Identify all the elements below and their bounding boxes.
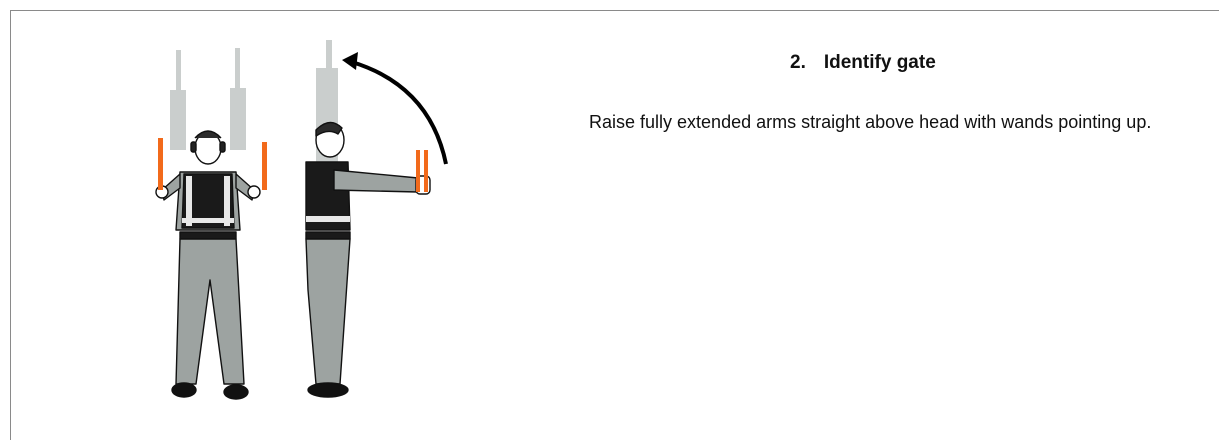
marshalling-illustration [120,30,480,410]
signal-description: Raise fully extended arms straight above… [589,112,1152,132]
curved-arrow-icon [342,52,448,165]
content-frame [10,10,1219,440]
signal-number: 2. [790,52,806,73]
signal-heading: 2. Identify gate [790,52,936,74]
side-figure-icon [305,40,431,398]
front-figure-icon [155,48,267,400]
signal-title: Identify gate [823,52,936,73]
